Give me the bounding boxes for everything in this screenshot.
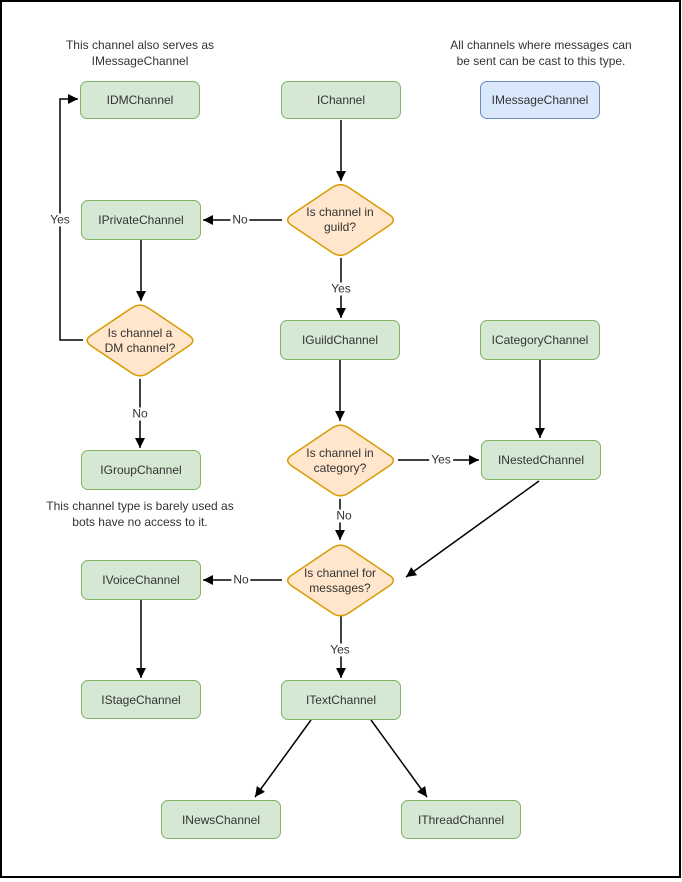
edge-label-dm-yes: Yes <box>48 212 72 227</box>
edge-label-guild-no: No <box>230 212 250 227</box>
decision-in-guild-line2: guild? <box>323 220 357 234</box>
decision-for-messages-line2: messages? <box>309 581 371 595</box>
node-ithreadchannel-label: IThreadChannel <box>417 812 505 827</box>
node-inestedchannel: INestedChannel <box>481 440 601 480</box>
node-iguildchannel-label: IGuildChannel <box>301 333 379 347</box>
node-ivoicechannel: IVoiceChannel <box>81 560 201 600</box>
decision-is-dm-line1: Is channel a <box>107 326 173 340</box>
note-idmchannel-line2: IMessageChannel <box>91 54 189 68</box>
note-igroupchannel: This channel type is barely used as bots… <box>46 498 233 530</box>
node-iprivatechannel-label: IPrivateChannel <box>98 213 184 227</box>
note-igroupchannel-line2: bots have no access to it. <box>72 515 208 529</box>
node-inewschannel-label: INewsChannel <box>181 812 261 827</box>
node-icategorychannel-label: ICategoryChannel <box>491 333 589 347</box>
note-imessagechannel: All channels where messages can be sent … <box>450 37 631 69</box>
edge-label-messages-yes: Yes <box>328 642 352 657</box>
edge-inested-to-messages-decision <box>405 480 540 578</box>
node-idmchannel: IDMChannel <box>80 81 200 119</box>
node-inewschannel: INewsChannel <box>161 800 281 839</box>
node-inestedchannel-label: INestedChannel <box>497 453 585 467</box>
node-ivoicechannel-label: IVoiceChannel <box>102 573 180 587</box>
node-igroupchannel: IGroupChannel <box>81 450 201 490</box>
decision-for-messages-line1: Is channel for <box>303 566 377 580</box>
decision-in-category-line1: Is channel in <box>306 446 374 460</box>
decision-is-dm-line2: DM channel? <box>104 341 176 355</box>
node-ithreadchannel: IThreadChannel <box>401 800 521 839</box>
edge-label-messages-no: No <box>231 572 251 587</box>
edge-label-category-no: No <box>334 508 354 523</box>
note-idmchannel-line1: This channel also serves as <box>65 38 215 52</box>
decision-in-category-label: Is channel in category? <box>306 446 373 476</box>
node-icategorychannel: ICategoryChannel <box>480 320 600 360</box>
edge-itext-to-inews <box>254 719 312 798</box>
decisions-layer <box>86 184 395 617</box>
edge-label-guild-yes: Yes <box>329 281 353 296</box>
node-imessagechannel: IMessageChannel <box>480 81 600 119</box>
decision-for-messages-label: Is channel for messages? <box>304 566 376 596</box>
node-idmchannel-label: IDMChannel <box>106 93 174 107</box>
node-igroupchannel-label: IGroupChannel <box>100 463 182 477</box>
edge-label-dm-no: No <box>130 406 150 421</box>
node-istagechannel-label: IStageChannel <box>101 692 181 707</box>
decision-in-guild-line1: Is channel in <box>306 205 374 219</box>
node-iprivatechannel: IPrivateChannel <box>81 200 201 240</box>
edge-label-category-yes: Yes <box>429 452 453 467</box>
node-ichannel-label: IChannel <box>316 93 366 107</box>
note-idmchannel: This channel also serves as IMessageChan… <box>66 37 214 69</box>
edge-itext-to-ithread <box>370 719 428 798</box>
node-iguildchannel: IGuildChannel <box>280 320 400 360</box>
decision-in-guild-label: Is channel in guild? <box>306 205 373 235</box>
node-istagechannel: IStageChannel <box>81 680 201 719</box>
note-igroupchannel-line1: This channel type is barely used as <box>46 499 234 513</box>
node-itextchannel: ITextChannel <box>281 680 401 720</box>
note-imessagechannel-line2: be sent can be cast to this type. <box>456 54 626 68</box>
note-imessagechannel-line1: All channels where messages can <box>450 38 632 52</box>
decision-in-category-line2: category? <box>313 461 367 475</box>
node-itextchannel-label: ITextChannel <box>305 693 377 707</box>
node-ichannel: IChannel <box>281 81 401 119</box>
node-imessagechannel-label: IMessageChannel <box>491 93 589 107</box>
decision-is-dm-label: Is channel a DM channel? <box>105 326 176 356</box>
